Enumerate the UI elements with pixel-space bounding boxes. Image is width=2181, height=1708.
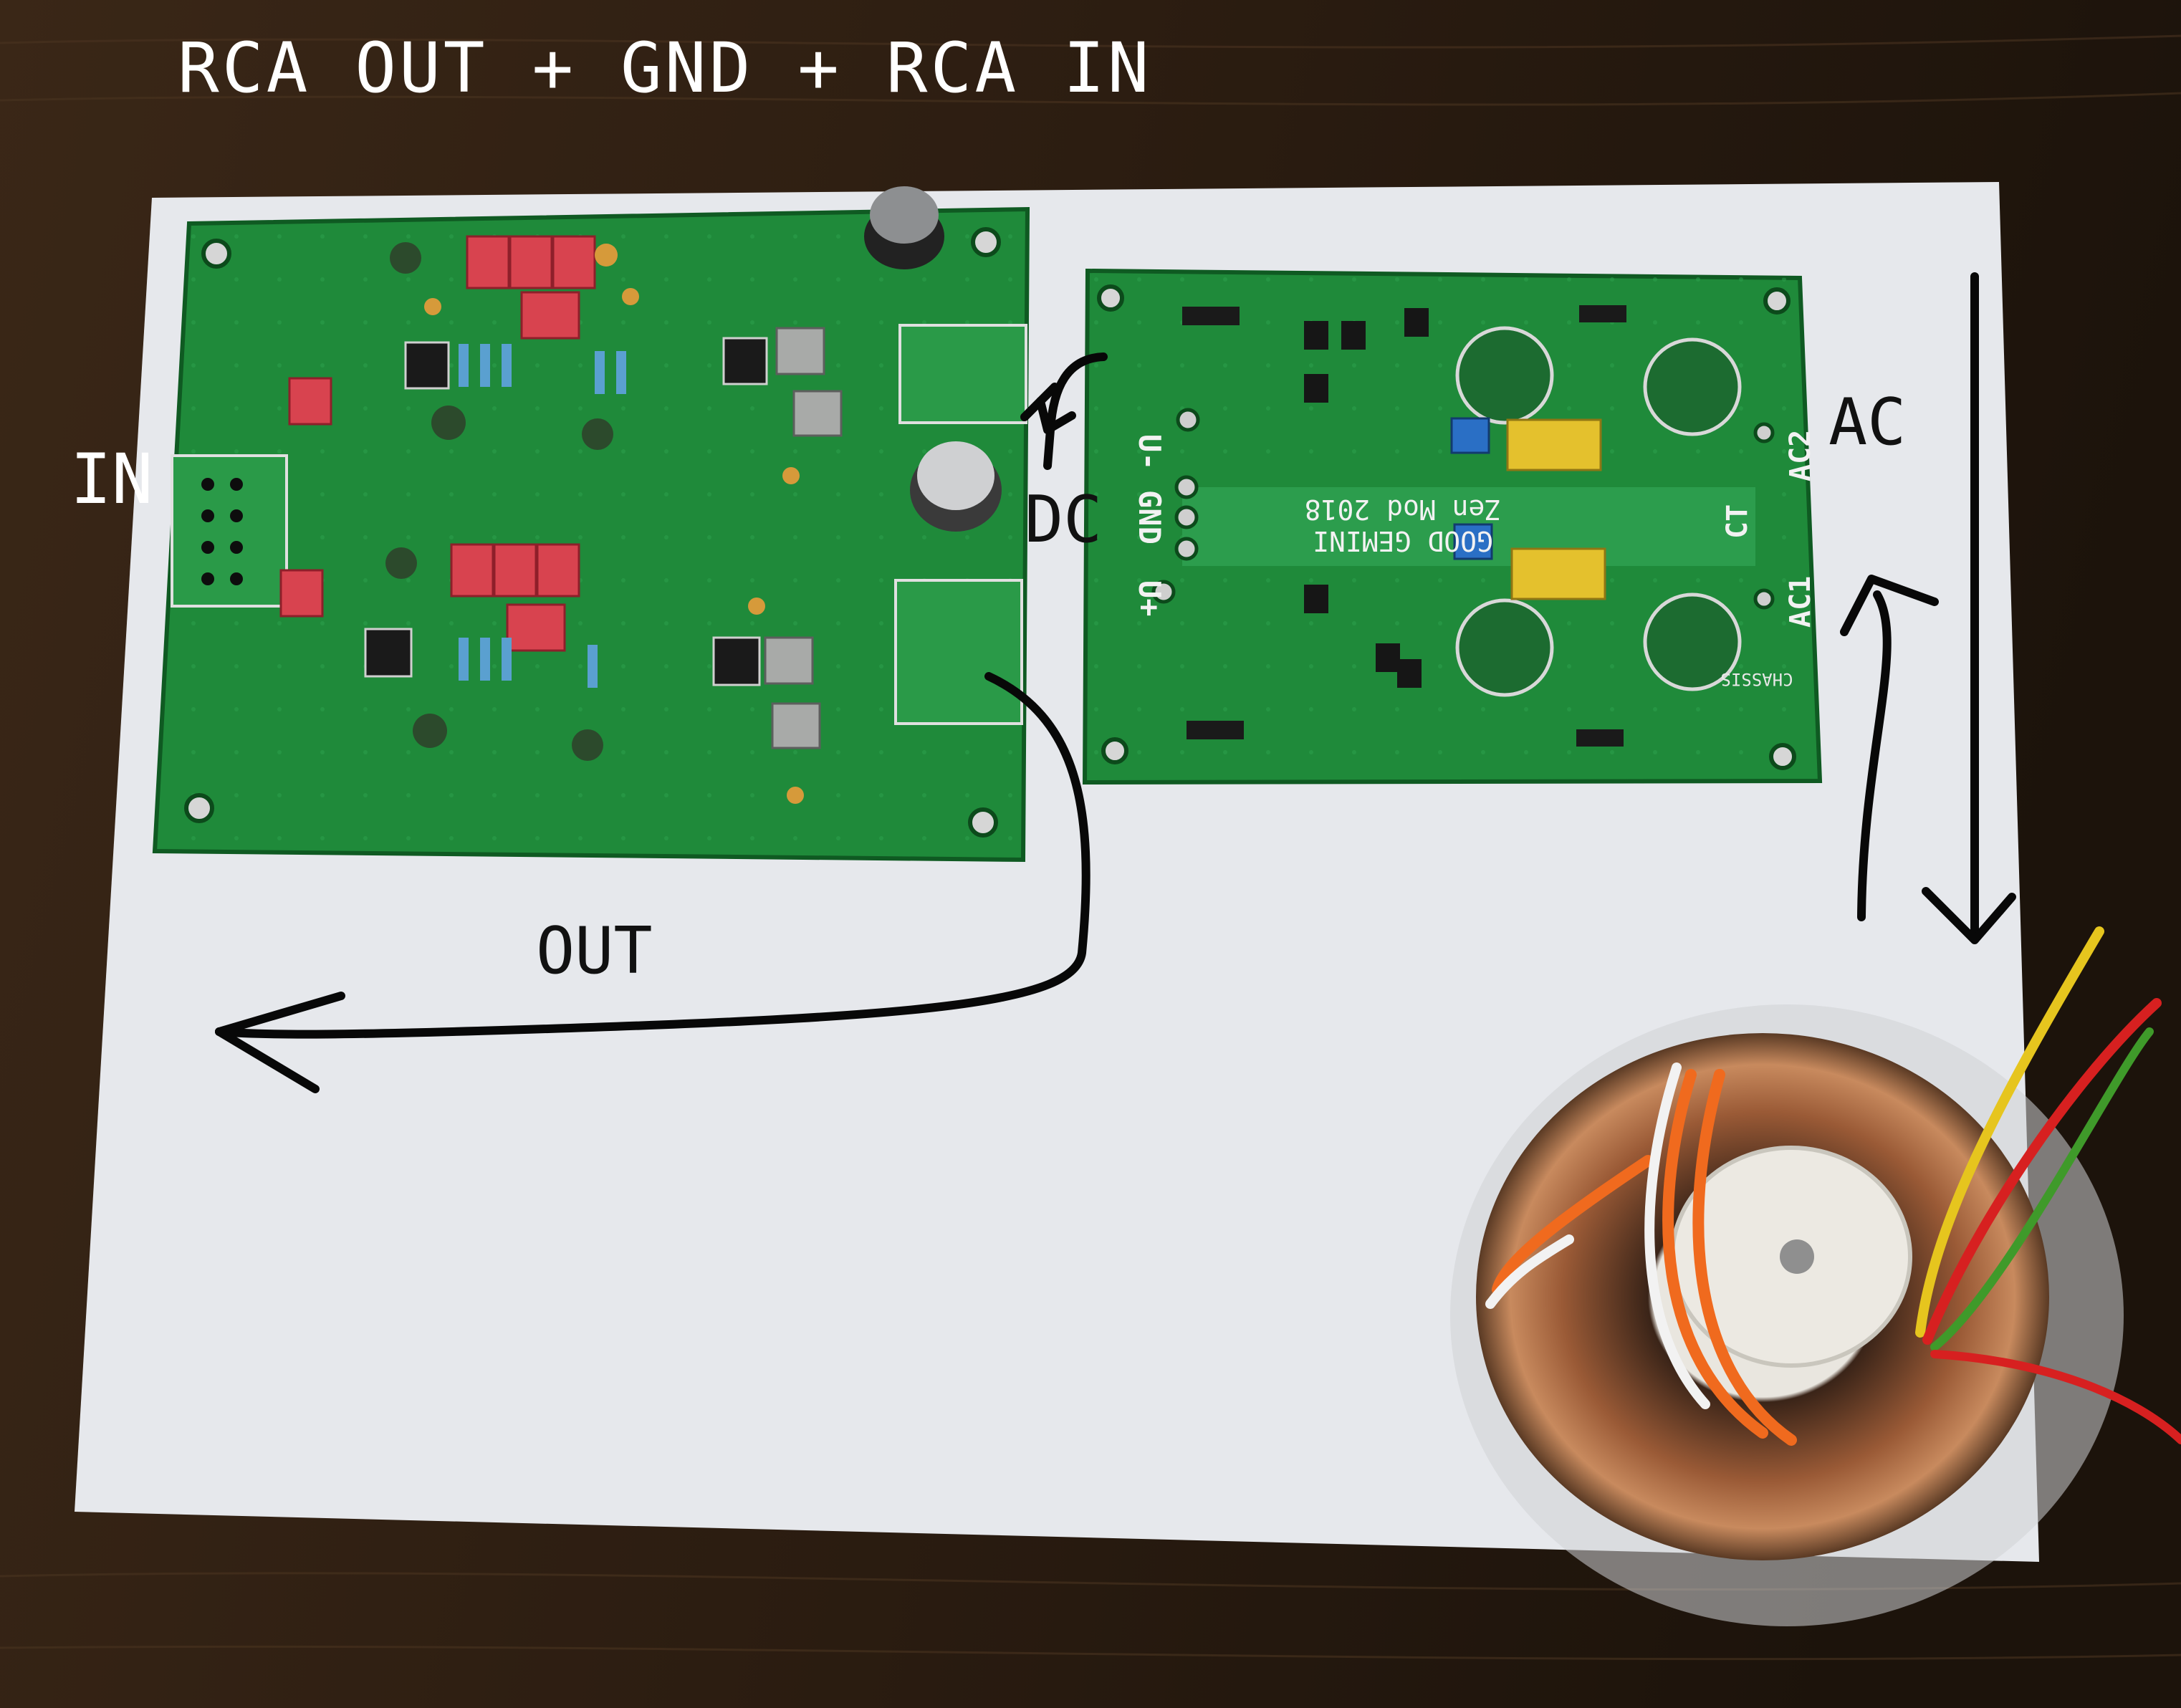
psu-filter-capacitors bbox=[1455, 326, 1742, 697]
grey-modules bbox=[764, 327, 843, 749]
pin-u-plus: U+ bbox=[1132, 580, 1167, 617]
psu-title-line2: Zen Mod 2018 bbox=[1305, 494, 1502, 525]
top-label: RCA OUT + GND + RCA IN bbox=[178, 28, 1152, 108]
pin-u-minus: U- bbox=[1132, 434, 1167, 471]
psu-film-capacitors bbox=[1506, 418, 1606, 600]
pin-chassis: CHASSIS bbox=[1720, 669, 1793, 689]
ac-label: AC bbox=[1828, 385, 1906, 460]
film-capacitors-top bbox=[288, 235, 596, 426]
power-supply-board: GOOD GEMINI Zen Mod 2018 U- GND U+ AC2 C… bbox=[1082, 268, 1823, 785]
small-components bbox=[385, 242, 804, 804]
electrolytic-capacitor-middle bbox=[910, 441, 1002, 532]
hand-drawn-arrows bbox=[215, 272, 2016, 1093]
output-connector-bottom bbox=[894, 579, 1023, 725]
psu-pads bbox=[1151, 408, 1775, 610]
ac-arrow-up bbox=[1857, 590, 1892, 921]
psu-title-line1: GOOD GEMINI bbox=[1313, 525, 1493, 557]
pin-gnd: GND bbox=[1132, 490, 1167, 544]
ic-sockets bbox=[364, 337, 768, 686]
dc-label: DC bbox=[1025, 482, 1102, 557]
toroidal-transformer bbox=[1450, 926, 2181, 1626]
in-label: IN bbox=[70, 439, 153, 519]
amplifier-board bbox=[152, 186, 1030, 863]
psu-mounting-holes bbox=[1097, 284, 1796, 770]
out-label: OUT bbox=[536, 913, 653, 989]
input-connector bbox=[171, 454, 288, 608]
electrolytic-capacitor-top bbox=[864, 186, 944, 269]
pin-ct: CT bbox=[1721, 504, 1754, 539]
transformer-wires bbox=[1485, 926, 2181, 1446]
output-connector-top bbox=[898, 324, 1027, 424]
mounting-holes bbox=[184, 227, 1001, 838]
pin-ac1: AC1 bbox=[1784, 576, 1817, 628]
out-arrow bbox=[215, 672, 1090, 1039]
psu-trimmers bbox=[1450, 417, 1493, 560]
psu-headers bbox=[1182, 305, 1626, 747]
psu-transistors bbox=[1304, 308, 1429, 688]
film-capacitors-bottom bbox=[279, 543, 580, 652]
pin-ac2: AC2 bbox=[1784, 430, 1817, 481]
